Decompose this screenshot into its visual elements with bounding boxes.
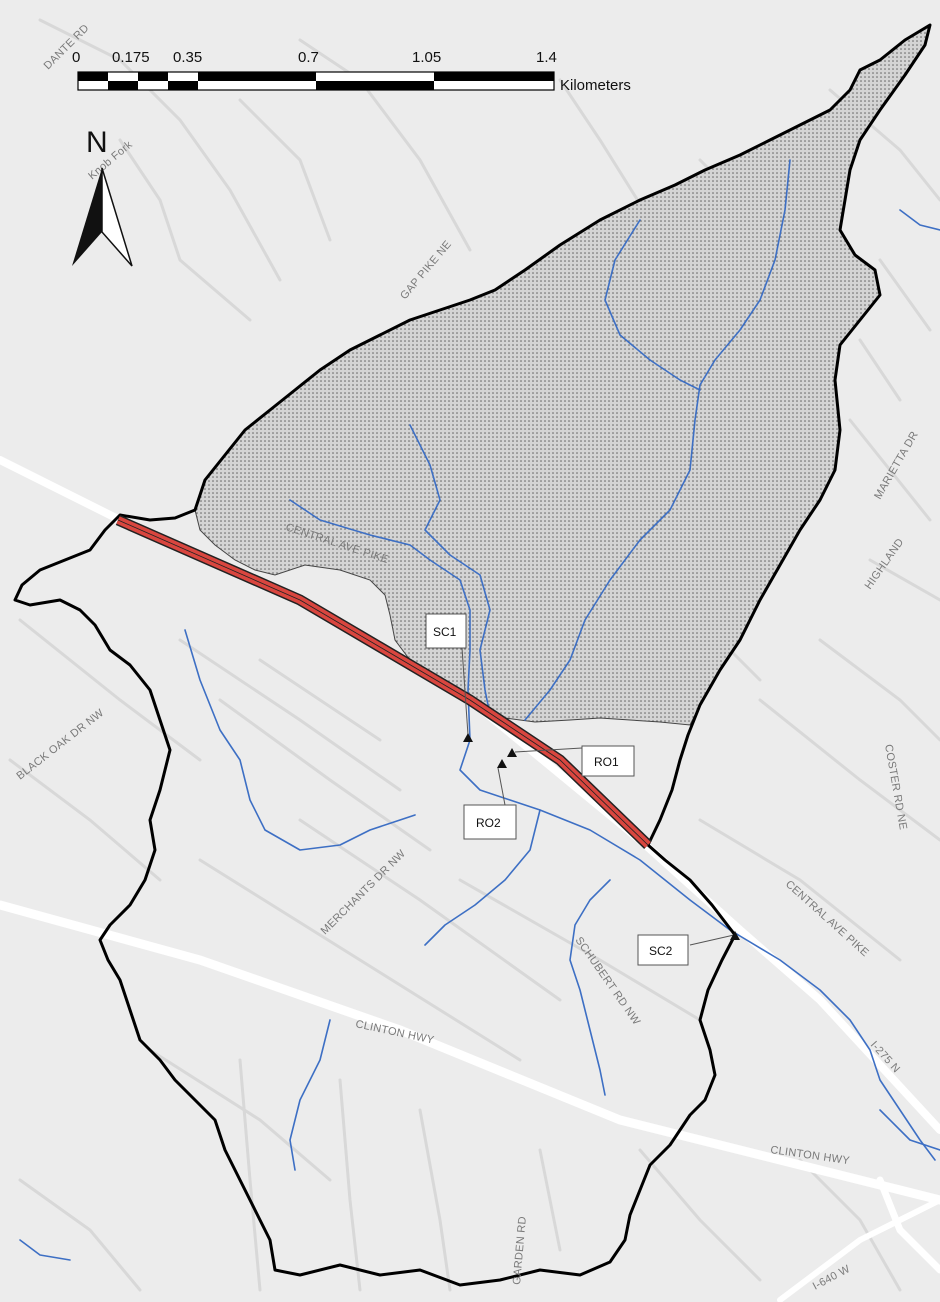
- site-label-ro2: RO2: [476, 816, 501, 830]
- site-ro1: RO1: [507, 745, 635, 777]
- scale-bar: 0 0.175 0.35 0.7 1.05 1.4 Kilometers: [72, 49, 631, 94]
- north-label: N: [86, 126, 108, 159]
- site-label-ro1: RO1: [594, 755, 619, 769]
- scale-tick-07: 0.7: [298, 49, 319, 66]
- site-ro2: RO2: [463, 759, 517, 840]
- site-sc1: SC1: [425, 613, 473, 742]
- north-arrow-icon: N: [72, 126, 133, 267]
- site-label-sc1: SC1: [433, 625, 457, 639]
- site-marker-sc1: [463, 733, 473, 742]
- scale-unit: Kilometers: [560, 77, 631, 94]
- site-label-sc2: SC2: [649, 944, 673, 958]
- basemap-minor-streets: [8, 18, 940, 1292]
- scale-tick-14: 1.4: [536, 49, 557, 66]
- scale-tick-0: 0: [72, 49, 80, 66]
- interstate-i275: [115, 514, 652, 849]
- scale-tick-035: 0.35: [173, 49, 202, 66]
- scale-tick-105: 1.05: [412, 49, 441, 66]
- site-marker-sc2: [730, 931, 740, 940]
- site-sc2: SC2: [637, 931, 740, 966]
- street-label-garden: GARDEN RD: [511, 1216, 529, 1286]
- basemap-major-roads: [0, 456, 940, 1302]
- site-marker-ro2: [497, 759, 507, 768]
- site-marker-ro1: [507, 748, 517, 757]
- scale-tick-0175: 0.175: [112, 49, 150, 66]
- watershed-boundary: [13, 23, 932, 1287]
